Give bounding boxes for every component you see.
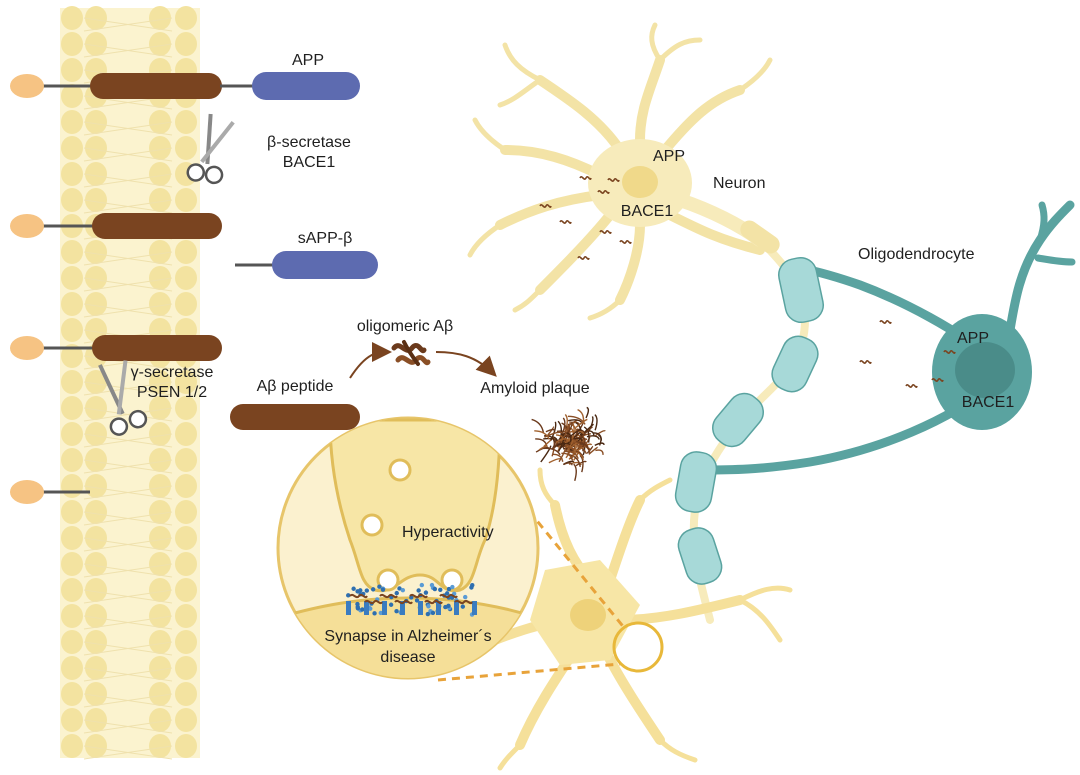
psen-label: PSEN 1/2 — [136, 384, 208, 401]
gamma-secretase-label: γ-secretase — [130, 364, 214, 381]
aicd-fragment — [10, 480, 90, 504]
neuron-cell — [467, 22, 773, 321]
amyloid-plaque-icon — [531, 406, 606, 481]
oligomeric-abeta-label: oligomeric Aβ — [356, 318, 454, 335]
synapse-inset — [276, 416, 540, 680]
arrow-peptide-to-oligomer — [349, 341, 392, 379]
beta-secretase-label: β-secretase — [267, 134, 351, 151]
synapse-caption-line1: Synapse in Alzheimer´s — [324, 628, 492, 645]
oligodendrocyte-app-label: APP — [956, 330, 989, 347]
synapse-caption-line2: disease — [380, 649, 436, 666]
bace1-membrane-label: BACE1 — [282, 154, 336, 171]
abeta-peptide-bar — [230, 404, 360, 430]
oligodendrocyte-label: Oligodendrocyte — [858, 246, 975, 263]
abeta-squiggles — [539, 176, 956, 388]
abeta-peptide-label: Aβ peptide — [256, 378, 334, 395]
ctf-beta-fragment — [10, 213, 222, 239]
oligomeric-abeta-icon — [391, 340, 431, 366]
sapp-beta-label: sAPP-β — [297, 230, 353, 247]
oligodendrocyte-bace1-label: BACE1 — [961, 394, 1015, 411]
neuron-label: Neuron — [713, 175, 766, 192]
amyloid-plaque-label: Amyloid plaque — [480, 380, 590, 397]
neurotransmitter-dots — [346, 582, 477, 617]
lipid-bilayer-membrane — [60, 6, 200, 760]
zoom-line-bottom — [437, 662, 621, 682]
arrow-oligomer-to-plaque — [435, 351, 497, 377]
neuron-app-label: APP — [652, 148, 685, 165]
oligodendrocyte-cell — [695, 200, 1076, 475]
app-label: APP — [291, 52, 324, 69]
hyperactivity-label: Hyperactivity — [402, 524, 494, 541]
postsynaptic-neuron — [490, 467, 793, 771]
sapp-beta-fragment — [235, 251, 378, 279]
ctf-before-gamma-cleavage — [10, 335, 222, 361]
full-length-app-protein — [10, 72, 360, 100]
neuron-bace1-label: BACE1 — [620, 203, 674, 220]
myelinated-axon — [674, 220, 825, 624]
beta-secretase-scissors-icon — [186, 113, 235, 185]
gamma-secretase-scissors-icon — [98, 360, 148, 436]
